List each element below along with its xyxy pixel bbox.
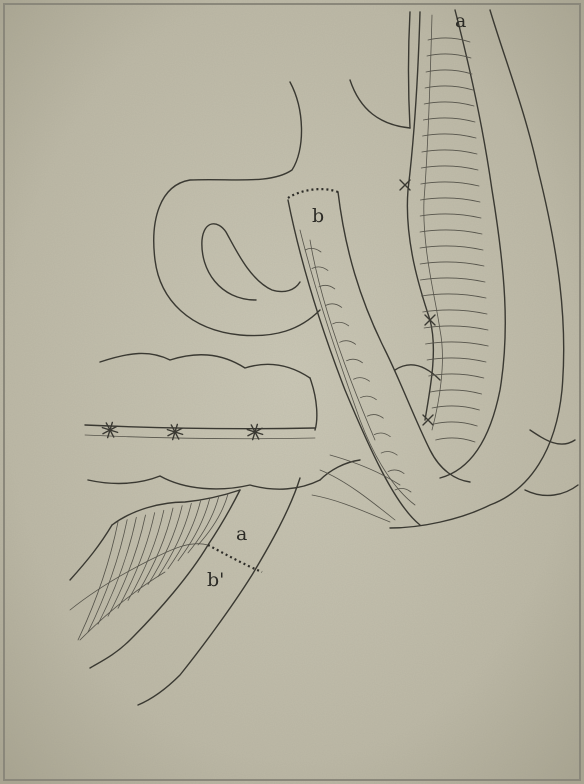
label-a-top: a [455, 10, 466, 32]
label-b-top: b [312, 205, 324, 227]
label-b-prime: b' [207, 569, 224, 591]
label-a-lower: a [236, 523, 247, 545]
